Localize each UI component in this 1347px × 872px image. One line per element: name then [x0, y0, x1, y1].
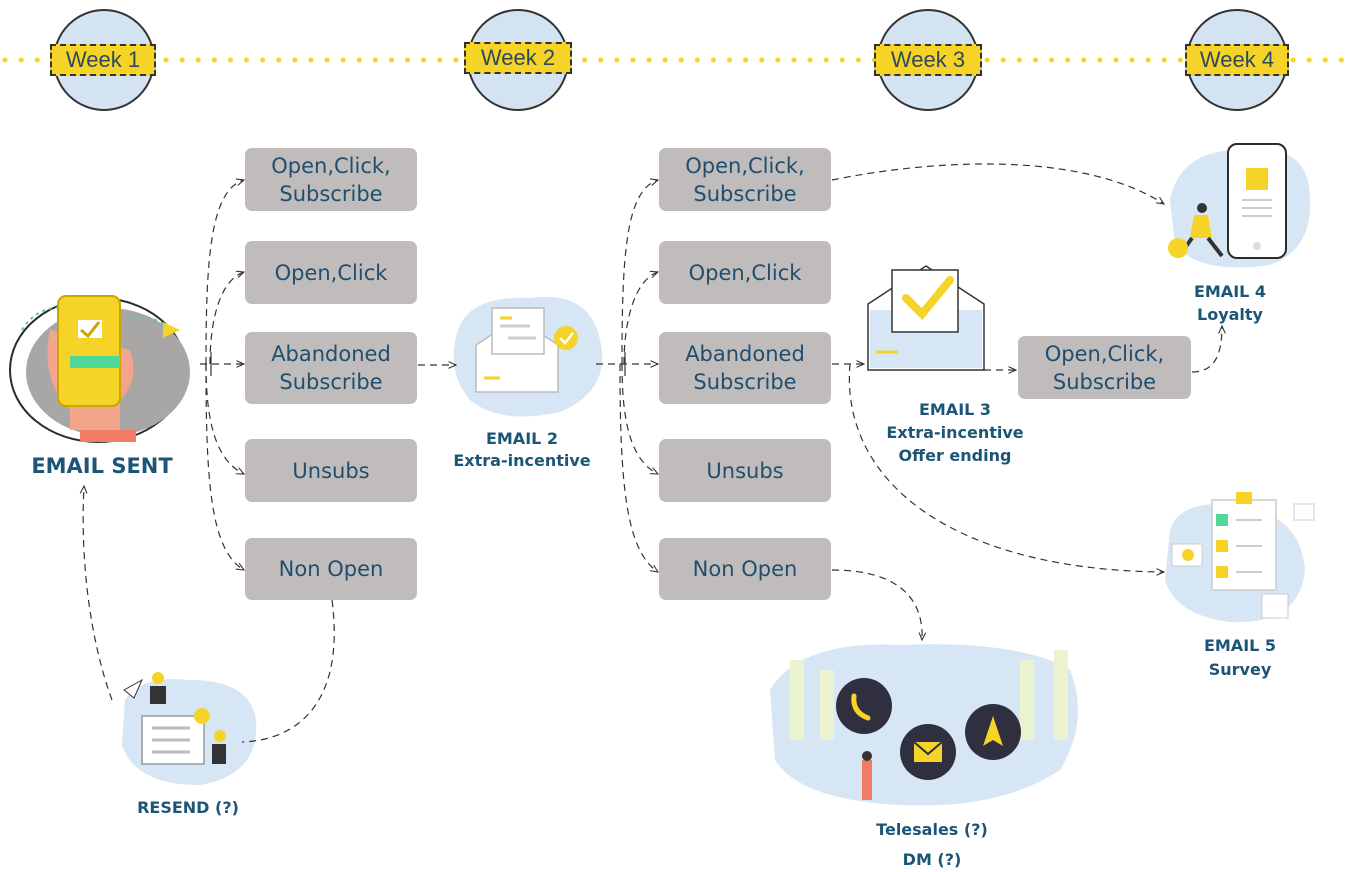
email3-title: EMAIL 3 [918, 400, 992, 419]
email3-illustration [867, 265, 985, 371]
week1-abandoned-subscribe-box: Abandoned Subscribe [245, 332, 417, 404]
week2-open-click-box: Open,Click [659, 241, 831, 304]
telesales-label: Telesales (?) [876, 820, 988, 839]
email3-line2: Extra-incentive [886, 423, 1024, 442]
email4-label: EMAIL 4 Loyalty [1170, 280, 1290, 326]
email5-label: EMAIL 5 Survey [1180, 634, 1300, 682]
week3-open-click-subscribe-box: Open,Click, Subscribe [1018, 336, 1191, 399]
week-3-label: Week 3 [874, 44, 982, 76]
email3-line3: Offer ending [898, 446, 1012, 465]
week-2-label: Week 2 [464, 42, 572, 74]
week2-unsubs-box: Unsubs [659, 439, 831, 502]
resend-illustration [122, 672, 257, 785]
email4-subtitle: Loyalty [1197, 305, 1263, 324]
week2-non-open-box: Non Open [659, 538, 831, 600]
week1-open-click-subscribe-box: Open,Click, Subscribe [245, 148, 417, 211]
telesales-illustration [770, 644, 1078, 806]
email2-title: EMAIL 2 [485, 429, 559, 448]
connector-lines [83, 163, 1222, 743]
week1-non-open-box: Non Open [245, 538, 417, 600]
email4-title: EMAIL 4 [1193, 282, 1267, 301]
week2-abandoned-subscribe-box: Abandoned Subscribe [659, 332, 831, 404]
week1-open-click-box: Open,Click [245, 241, 417, 304]
email3-label: EMAIL 3 Extra-incentive Offer ending [860, 398, 1050, 467]
email4-illustration [1168, 143, 1311, 268]
email-sent-label: EMAIL SENT [31, 454, 173, 478]
resend-label: RESEND (?) [137, 798, 239, 817]
week1-unsubs-box: Unsubs [245, 439, 417, 502]
email-sent-illustration [9, 295, 190, 443]
email2-label: EMAIL 2 Extra-incentive [440, 428, 604, 472]
week-4-label: Week 4 [1185, 44, 1289, 76]
week2-open-click-subscribe-box: Open,Click, Subscribe [659, 148, 831, 211]
email2-subtitle: Extra-incentive [453, 451, 591, 470]
dm-label: DM (?) [902, 850, 962, 869]
email5-subtitle: Survey [1208, 660, 1272, 679]
email5-illustration [1165, 492, 1315, 623]
week-1-label: Week 1 [50, 44, 156, 76]
email5-title: EMAIL 5 [1203, 636, 1277, 655]
email2-illustration [453, 296, 603, 417]
